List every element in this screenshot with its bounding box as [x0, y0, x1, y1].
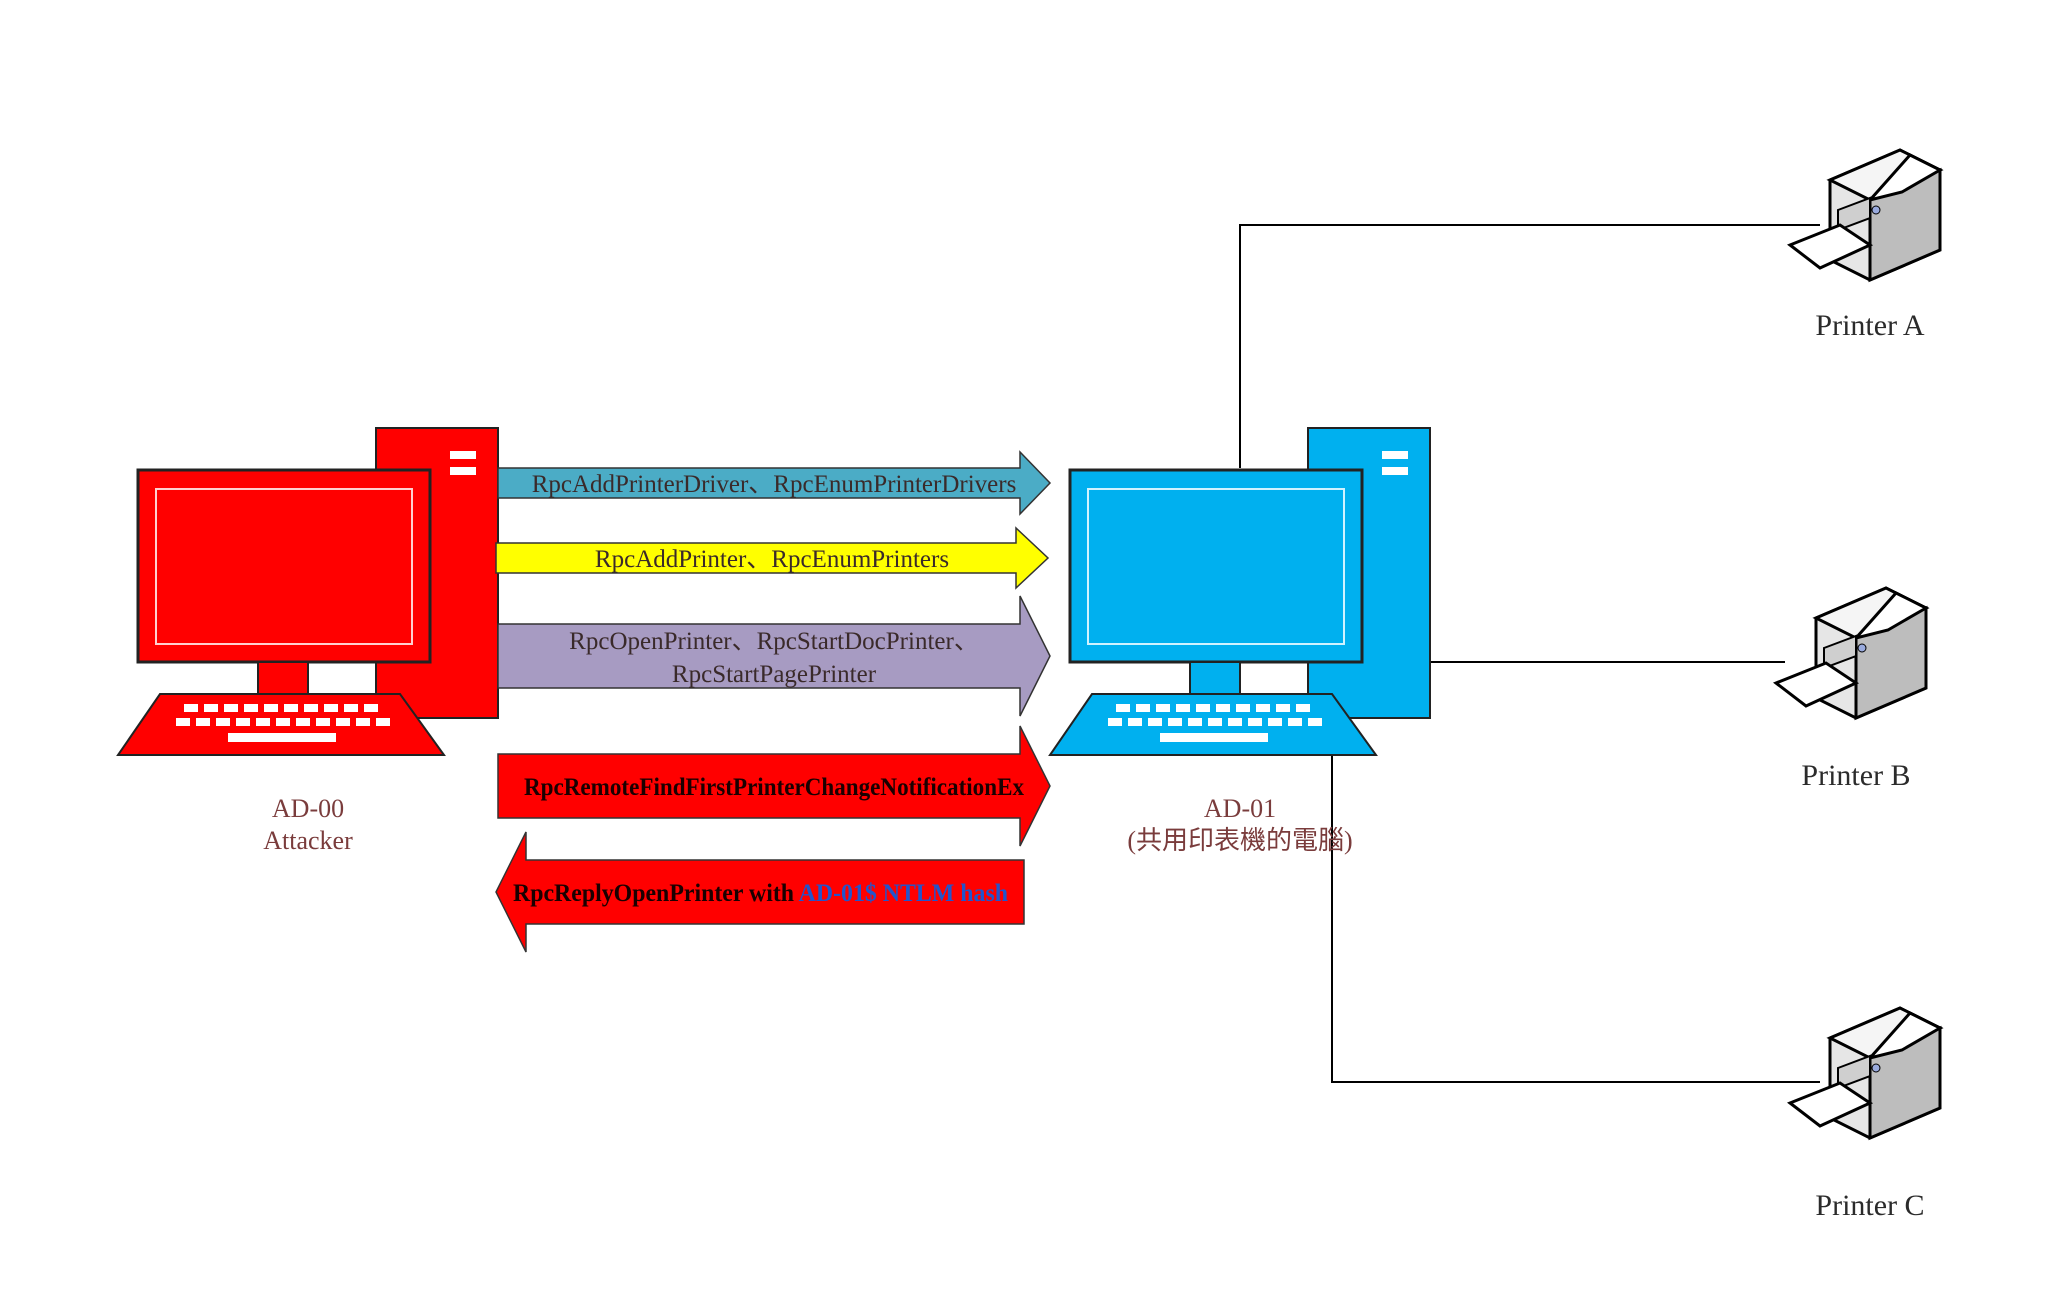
attacker-stand [257, 661, 309, 695]
attacker-tower-slot [450, 467, 476, 475]
line-printer-c [1331, 755, 1820, 1083]
arrow-open: RpcOpenPrinter、RpcStartDocPrinter、 RpcSt… [497, 595, 1051, 717]
arrow-notify-label: RpcRemoteFindFirstPrinterChangeNotificat… [524, 774, 1024, 801]
printer-icon [1786, 1006, 1944, 1141]
line-printer-a [1239, 224, 1820, 468]
printer-icon [1786, 148, 1944, 283]
printer-a-label: Printer A [1815, 309, 1924, 342]
printer-icon [1772, 586, 1930, 721]
target-name: AD-01 [1204, 794, 1276, 823]
arrow-printer-label: RpcAddPrinter、RpcEnumPrinters [595, 546, 949, 573]
arrow-notify-shape [497, 725, 1051, 847]
attacker-keys [176, 704, 390, 742]
target-tower-slot [1382, 451, 1408, 459]
target-stand [1189, 661, 1241, 695]
printer-c: Printer C [1786, 1006, 1944, 1222]
arrow-reply-shape [495, 831, 1025, 953]
printer-c-label: Printer C [1815, 1189, 1924, 1222]
desktop-computer-icon [116, 427, 499, 756]
arrow-driver: RpcAddPrinterDriver、RpcEnumPrinterDriver… [497, 450, 1052, 516]
attacker-screen [155, 488, 413, 645]
arrow-printer-shape [495, 526, 1050, 590]
arrow-open-label-line1: RpcOpenPrinter、RpcStartDocPrinter、 [569, 628, 979, 655]
arrow-reply-prefix: RpcReplyOpenPrinter with [513, 880, 799, 907]
attacker-computer: AD-00 Attacker [116, 427, 499, 855]
arrow-reply-label: RpcReplyOpenPrinter with AD-01$ NTLM has… [513, 880, 1008, 907]
printer-b-label: Printer B [1801, 759, 1910, 792]
arrow-notify: RpcRemoteFindFirstPrinterChangeNotificat… [497, 725, 1051, 847]
network-lines [1239, 224, 1820, 1083]
arrow-driver-label: RpcAddPrinterDriver、RpcEnumPrinterDriver… [532, 471, 1017, 498]
arrow-open-label-line2: RpcStartPagePrinter [672, 661, 877, 688]
target-computer: AD-01 (共用印表機的電腦) [1048, 427, 1431, 855]
arrow-printer: RpcAddPrinter、RpcEnumPrinters [495, 526, 1050, 590]
arrow-open-shape [497, 595, 1051, 717]
printer-a: Printer A [1786, 148, 1944, 342]
target-role: (共用印表機的電腦) [1127, 826, 1352, 855]
attacker-role: Attacker [263, 826, 353, 855]
arrow-reply: RpcReplyOpenPrinter with AD-01$ NTLM has… [495, 831, 1025, 953]
attacker-tower-slot [450, 451, 476, 459]
attacker-name: AD-00 [272, 794, 344, 823]
target-screen [1087, 488, 1345, 645]
arrow-reply-hash: AD-01$ NTLM hash [799, 880, 1008, 907]
target-tower-slot [1382, 467, 1408, 475]
arrow-driver-shape [497, 450, 1052, 516]
target-keys [1108, 704, 1322, 742]
printer-b: Printer B [1772, 586, 1930, 792]
desktop-computer-icon [1048, 427, 1431, 756]
